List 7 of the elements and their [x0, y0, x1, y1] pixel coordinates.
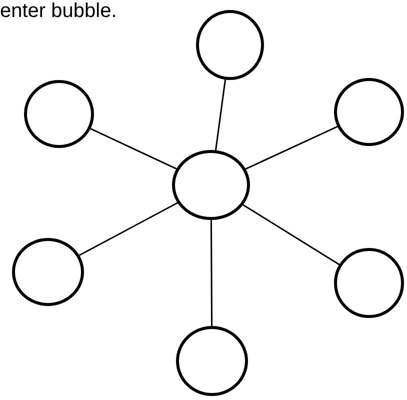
connector-line: [214, 80, 226, 150]
connector-line: [245, 126, 338, 170]
caption-text: enter bubble.: [0, 0, 117, 23]
connector-line: [78, 202, 178, 256]
connector-line: [210, 220, 213, 326]
connector-line: [90, 128, 177, 170]
connector-line: [242, 204, 340, 266]
